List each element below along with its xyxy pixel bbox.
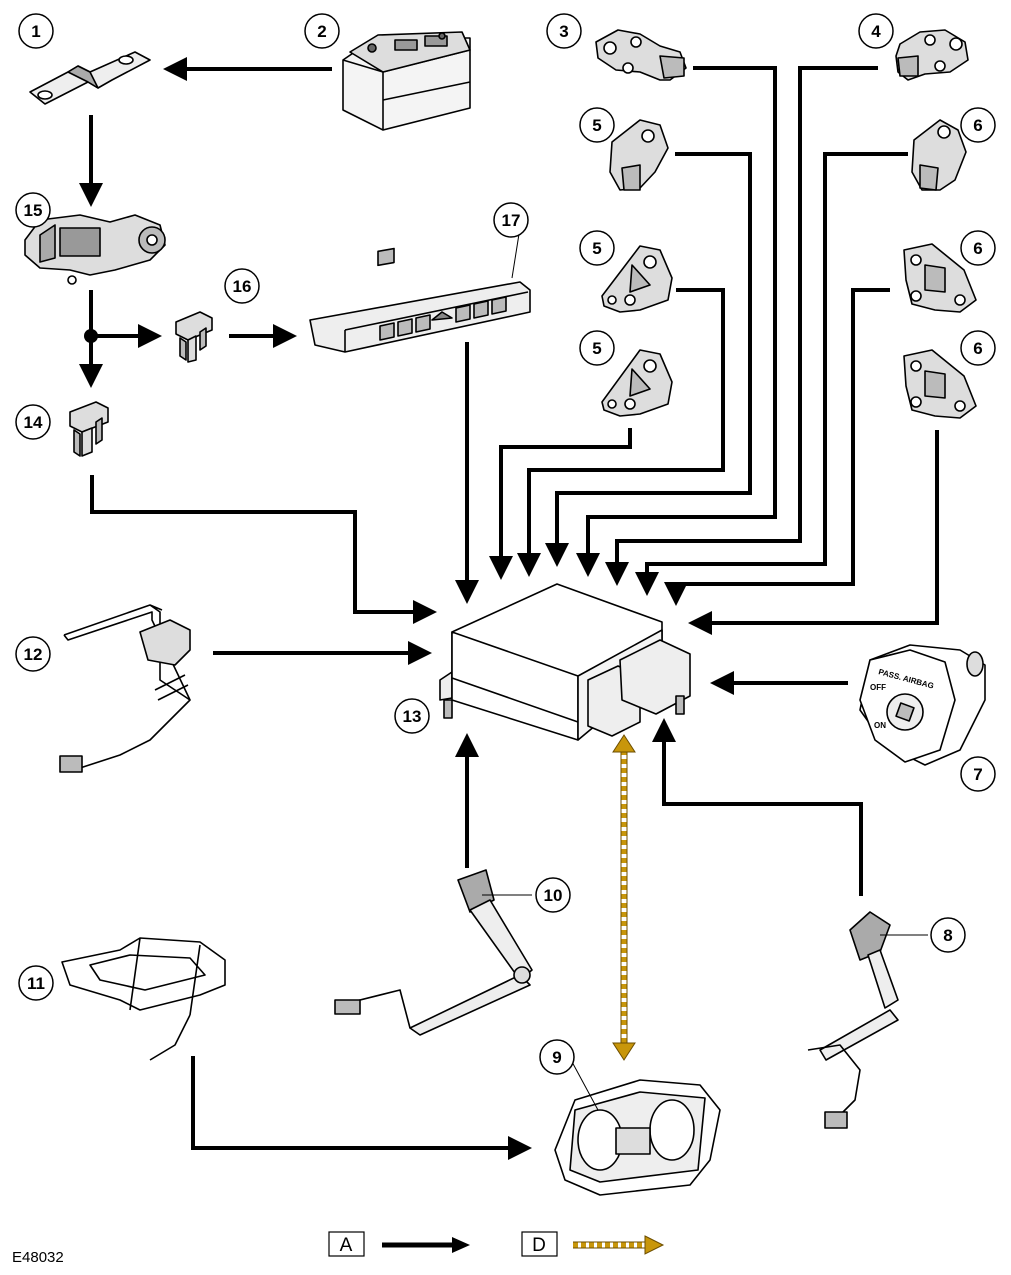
callout-13: 13 — [394, 698, 430, 734]
legend-solid-arrow-head — [452, 1237, 470, 1253]
arrow-sensor-5c-to-rcm — [489, 428, 632, 580]
switch-on-label: ON — [874, 721, 886, 730]
arrow-sensor-5a-to-rcm — [545, 152, 752, 567]
svg-text:1: 1 — [31, 22, 40, 41]
callout-7: 7 — [960, 756, 996, 792]
svg-text:16: 16 — [233, 277, 252, 296]
arrow-sensor-5b-to-rcm — [517, 288, 725, 577]
callout-14: 14 — [15, 404, 51, 440]
arrow-sensor-6a-to-rcm — [635, 152, 908, 596]
sensor-5b-drawing — [601, 245, 673, 313]
svg-text:5: 5 — [592, 239, 601, 258]
seat-belt-buckle-left-drawing — [334, 869, 533, 1036]
svg-text:5: 5 — [592, 339, 601, 358]
fuse-16-drawing — [175, 311, 213, 363]
svg-text:3: 3 — [559, 22, 568, 41]
battery-drawing — [342, 31, 471, 131]
arrow-sensor-4-to-rcm — [605, 66, 878, 586]
svg-text:7: 7 — [973, 765, 982, 784]
callout-11: 11 — [18, 965, 54, 1001]
sensor-6a-drawing — [911, 119, 967, 191]
svg-text:6: 6 — [973, 116, 982, 135]
svg-text:14: 14 — [24, 413, 43, 432]
legend-key-d: D — [532, 1235, 546, 1256]
callouts: 1 2 3 4 5 5 5 6 6 6 7 8 9 10 11 12 13 14… — [15, 13, 996, 1075]
legend-item-a: A — [328, 1231, 470, 1257]
callout-9: 9 — [539, 1039, 575, 1075]
legend-item-d: D — [521, 1231, 665, 1257]
arrow-occupancy-to-cluster — [191, 1056, 532, 1160]
arrow-sensor-6c-to-rcm — [688, 430, 939, 635]
sensor-3-drawing — [595, 29, 687, 81]
leader-lines — [482, 233, 928, 1111]
svg-text:5: 5 — [592, 116, 601, 135]
svg-text:11: 11 — [27, 974, 45, 993]
sensor-6b-drawing — [903, 243, 977, 313]
figure-id: E48032 — [12, 1249, 64, 1266]
fuse-link-drawing — [29, 51, 151, 105]
ignition-switch-drawing — [24, 214, 166, 285]
arrow-sensor-6b-to-rcm — [664, 288, 890, 606]
svg-text:4: 4 — [871, 22, 881, 41]
callout-6c: 6 — [960, 330, 996, 366]
callout-12: 12 — [15, 636, 51, 672]
legend: A D — [328, 1231, 665, 1257]
fuse-14-drawing — [69, 401, 109, 457]
svg-text:6: 6 — [973, 339, 982, 358]
junction-dot — [84, 329, 98, 343]
svg-text:12: 12 — [24, 645, 43, 664]
legend-dashed-arrow-head — [644, 1235, 665, 1255]
callout-6a: 6 — [960, 107, 996, 143]
svg-text:15: 15 — [24, 201, 43, 220]
rcm-drawing — [439, 583, 691, 741]
svg-text:6: 6 — [973, 239, 982, 258]
sensor-4-drawing — [895, 29, 969, 81]
callout-15: 15 — [15, 192, 51, 228]
callout-17: 17 — [493, 202, 529, 238]
arrow-fuse-14-to-rcm — [90, 475, 437, 624]
callout-16: 16 — [224, 268, 260, 304]
seat-position-sensor-drawing — [59, 604, 191, 773]
overhead-console-drawing — [309, 247, 531, 353]
svg-text:8: 8 — [943, 926, 952, 945]
callout-3: 3 — [546, 13, 582, 49]
seat-belt-buckle-right-drawing — [807, 911, 899, 1129]
callout-8: 8 — [930, 917, 966, 953]
connection-arrows — [79, 57, 939, 1160]
svg-text:2: 2 — [317, 22, 326, 41]
callout-4: 4 — [858, 13, 894, 49]
legend-key-a: A — [340, 1235, 353, 1256]
sensor-5a-drawing — [609, 119, 669, 191]
svg-text:17: 17 — [502, 211, 521, 230]
svg-text:9: 9 — [552, 1048, 561, 1067]
callout-10: 10 — [535, 877, 571, 913]
callout-1: 1 — [18, 13, 54, 49]
svg-text:13: 13 — [403, 707, 422, 726]
instrument-cluster-drawing — [554, 1079, 721, 1196]
callout-5c: 5 — [579, 330, 615, 366]
callout-2: 2 — [304, 13, 340, 49]
svg-text:10: 10 — [544, 886, 563, 905]
callout-6b: 6 — [960, 230, 996, 266]
databus-arrow-rcm-cluster — [612, 734, 636, 1061]
callout-5a: 5 — [579, 107, 615, 143]
arrow-sensor-3-to-rcm — [576, 66, 777, 577]
seat-occupancy-sensor-drawing — [61, 937, 226, 1061]
sensor-5c-drawing — [601, 349, 673, 417]
callout-5b: 5 — [579, 230, 615, 266]
passenger-airbag-switch-drawing: PASS. AIRBAG OFF ON — [859, 644, 986, 766]
switch-off-label: OFF — [870, 683, 886, 692]
sensor-6c-drawing — [903, 349, 977, 419]
arrow-buckle-right-to-rcm — [652, 718, 863, 896]
